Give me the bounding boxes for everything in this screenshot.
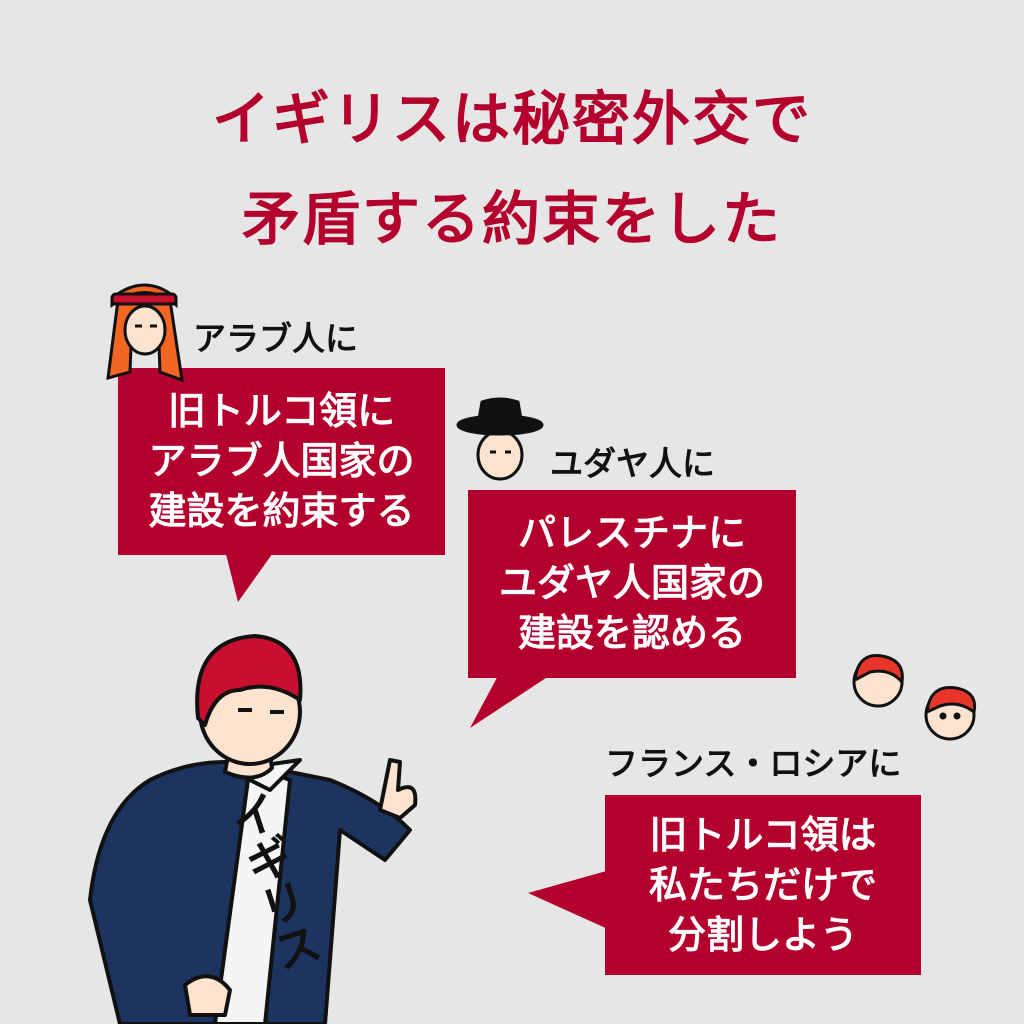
promise-line: 旧トルコ領は: [649, 813, 877, 857]
jewish-promise: パレスチナに ユダヤ人国家の 建設を認める: [468, 508, 796, 658]
arab-person-icon: [106, 283, 184, 383]
britain-character: [88, 634, 418, 1024]
arab-label: アラブ人に: [193, 319, 358, 358]
title-line-2: 矛盾する約束をした: [241, 185, 782, 253]
promise-line: 建設を認める: [517, 611, 746, 655]
promise-line: 分割しよう: [667, 913, 858, 957]
speech-bubble-jewish: [468, 490, 796, 728]
title-line-1: イギリスは秘密外交で: [211, 85, 812, 153]
france-russia-label: フランス・ロシアに: [605, 744, 902, 783]
france-russia-promise: 旧トルコ領は 私たちだけで 分割しよう: [605, 810, 921, 960]
promise-line: 旧トルコ領に: [167, 389, 396, 433]
jewish-label: ユダヤ人に: [550, 444, 715, 483]
promise-line: アラブ人国家の: [148, 439, 415, 483]
promise-line: 建設を約束する: [148, 489, 415, 533]
french-russian-people-icon: [852, 654, 977, 741]
speech-bubble-france-russia: [528, 795, 921, 975]
promise-line: ユダヤ人国家の: [498, 561, 765, 605]
jewish-person-icon: [456, 397, 544, 481]
speech-bubble-arab: [118, 368, 445, 602]
promise-line: 私たちだけで: [648, 863, 877, 907]
promise-line: パレスチナに: [517, 511, 746, 555]
arab-promise: 旧トルコ領に アラブ人国家の 建設を約束する: [118, 386, 445, 536]
